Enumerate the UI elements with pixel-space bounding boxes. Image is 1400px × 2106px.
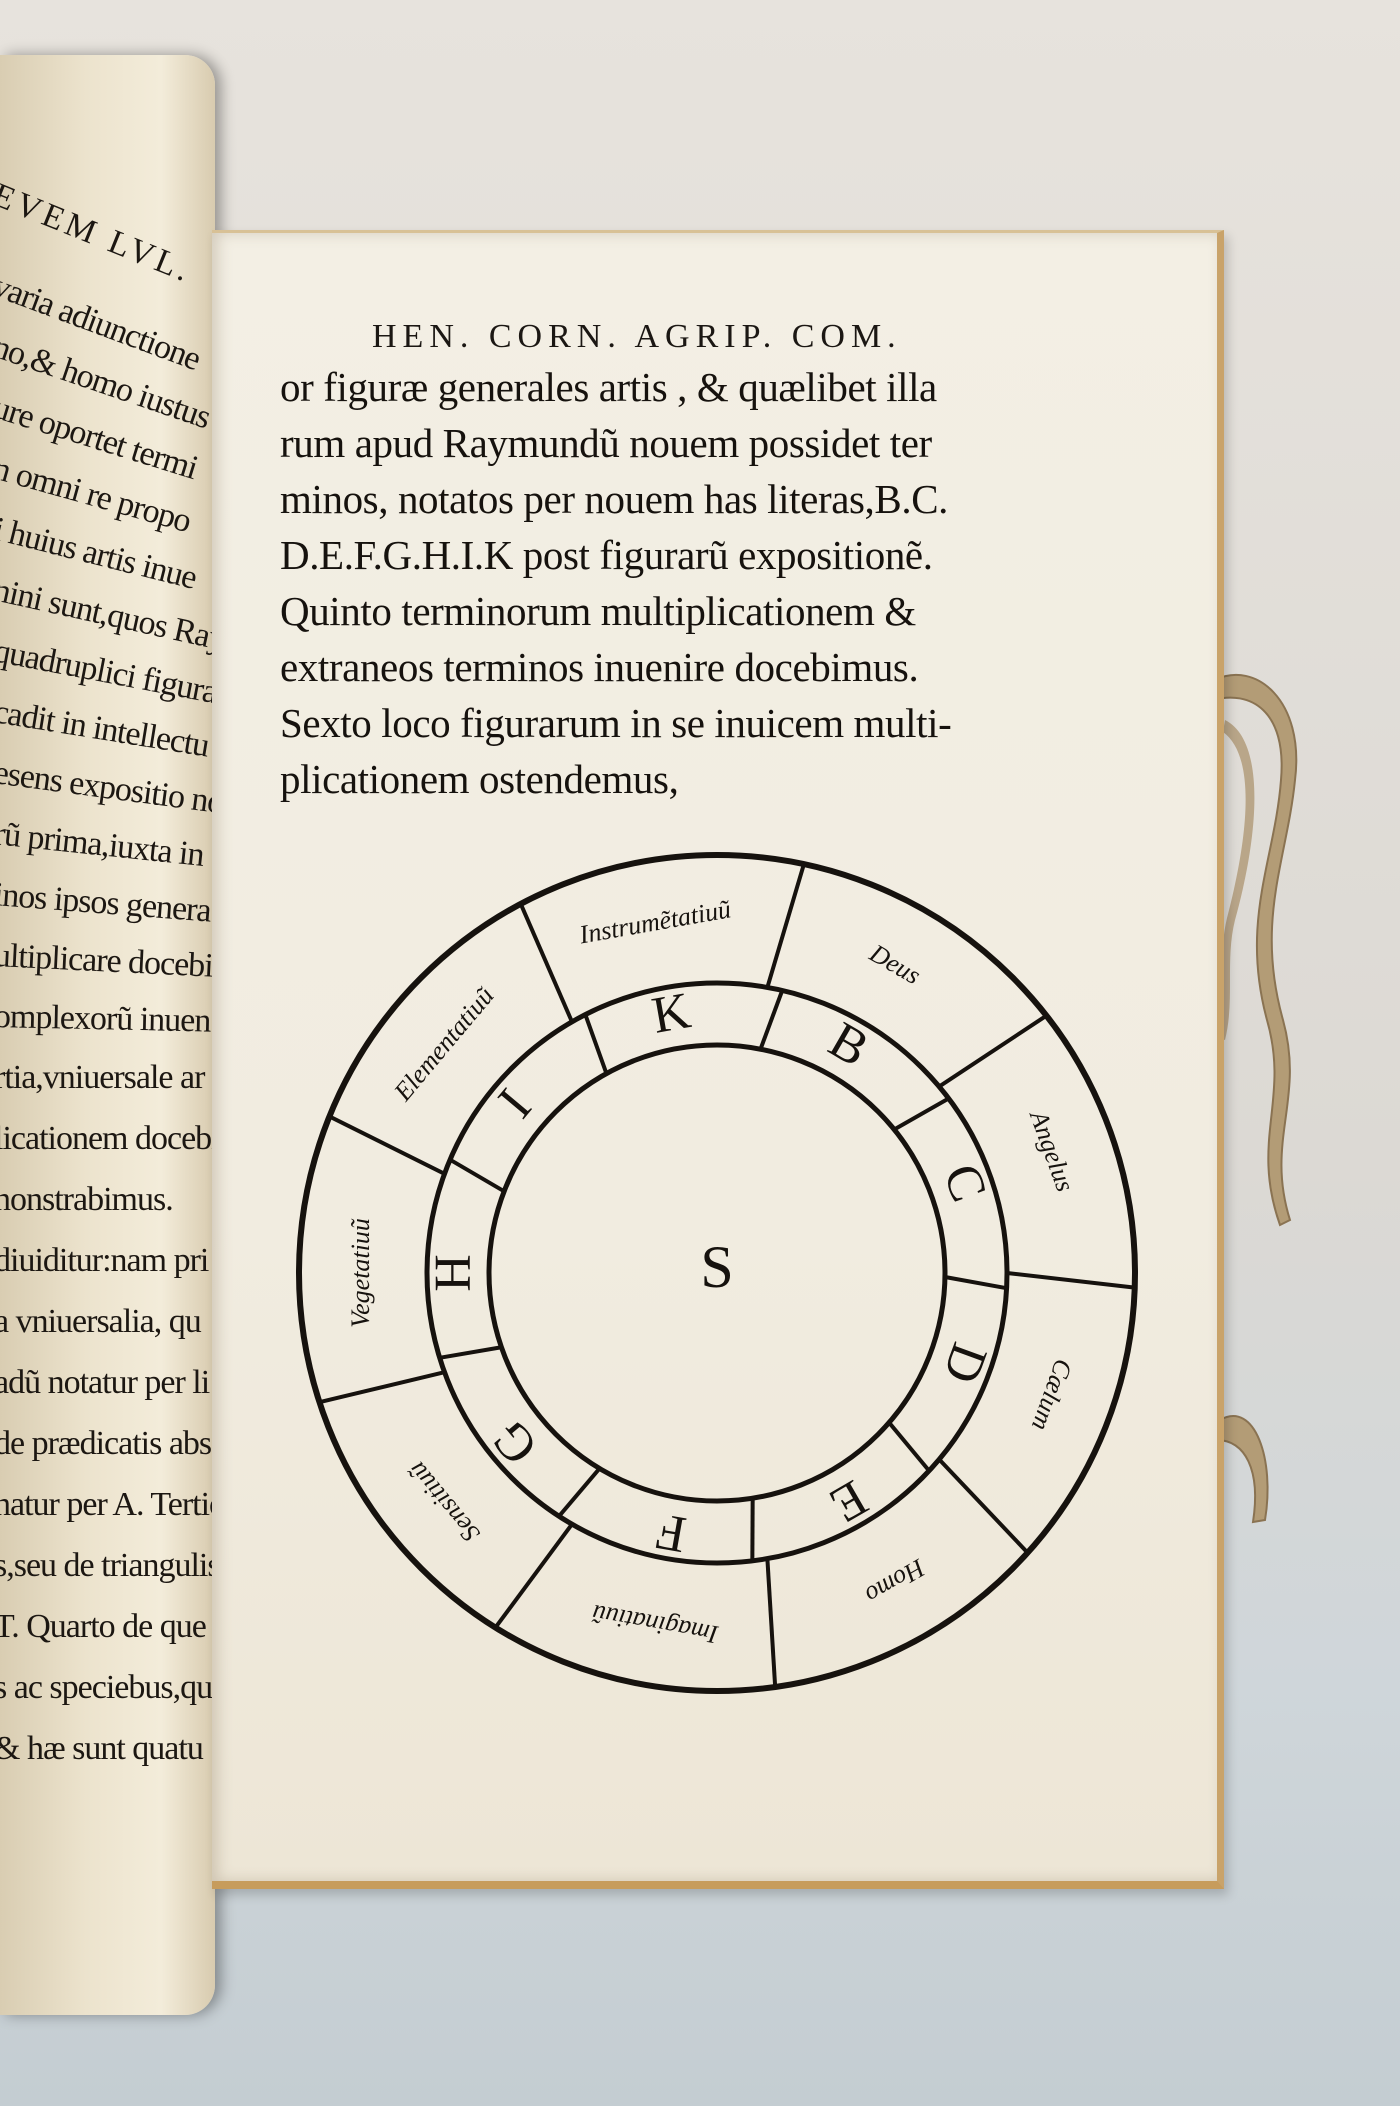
body-text-line: or figuræ generales artis , & quælibet i… [280, 364, 937, 410]
left-page-line: inos ipsos genera [0, 876, 213, 930]
body-text-line: Quinto terminorum multiplicationem & [280, 588, 916, 634]
left-page-line: s,seu de triangulis [0, 1547, 215, 1584]
left-page-line: diuiditur:nam pri [0, 1242, 209, 1279]
left-page-line: ultiplicare docebi [0, 937, 214, 985]
outer-divider [518, 903, 574, 1023]
inner-divider [758, 989, 785, 1050]
outer-divider [938, 1013, 1048, 1089]
outer-divider [765, 1558, 778, 1688]
left-page-line: omplexorũ inuen [0, 998, 211, 1040]
left-page-line: esens expositio no [0, 754, 215, 822]
body-text-line: D.E.F.G.H.I.K post figurarũ expositionẽ. [280, 532, 933, 578]
left-page-line: de prædicatis abso [0, 1425, 215, 1462]
body-text-line: Sexto loco figurarum in se inuicem multi… [280, 700, 952, 746]
segment-label: Instrumẽtatiuũ [576, 894, 733, 949]
inner-divider [944, 1275, 1007, 1291]
segment-letter: E [821, 1469, 877, 1534]
outer-divider [765, 863, 806, 988]
left-page-line: rtia,vniuersale ar [0, 1059, 205, 1096]
inner-ring [486, 1042, 948, 1504]
segment-letter: I [488, 1079, 543, 1129]
segment-label: Sensitiuũ [402, 1456, 486, 1548]
segment-label: Vegetatiuũ [346, 1218, 375, 1328]
segment-label: Angelus [1023, 1105, 1080, 1196]
left-page-line: nonstrabimus. [0, 1181, 174, 1218]
left-page-line: adũ notatur per li [0, 1364, 210, 1401]
outer-divider [1006, 1271, 1135, 1290]
inner-divider [557, 1467, 602, 1518]
segment-letter: F [652, 1502, 690, 1563]
inner-divider [893, 1096, 950, 1132]
left-page-line: T. Quarto de que [0, 1608, 207, 1645]
left-page-line: EVEM LVL. [0, 176, 198, 291]
outer-divider [937, 1458, 1030, 1555]
left-page-line: a vniuersalia, qu [0, 1303, 202, 1340]
body-text-line: rum apud Raymundũ nouem possidet ter [280, 420, 932, 466]
segment-letter: H [425, 1254, 482, 1292]
running-head: HEN. CORN. AGRIP. COM. [372, 318, 902, 355]
outer-ring [296, 852, 1138, 1694]
segment-letter: B [820, 1011, 879, 1078]
inner-divider [439, 1345, 502, 1360]
outer-divider [318, 1370, 445, 1405]
outer-divider [493, 1522, 574, 1629]
left-page-line: rũ prima,iuxta in [0, 815, 206, 874]
left-page-line: & hæ sunt quatu [0, 1730, 204, 1767]
body-text-line: extraneos terminos inuenire docebimus. [280, 644, 919, 690]
left-page-line: s ac speciebus,qua [0, 1669, 215, 1706]
body-text-line: plicationem ostendemus, [280, 756, 679, 802]
center-letter: S [700, 1234, 733, 1300]
outer-divider [328, 1114, 446, 1176]
leather-tie [1211, 674, 1298, 1524]
right-page: HEN. CORN. AGRIP. COM. or figuræ general… [212, 230, 1224, 1889]
left-page-line: natur per A. Tertio [0, 1486, 215, 1523]
segment-letter: K [648, 982, 695, 1045]
segment-letter: D [931, 1336, 997, 1391]
inner-divider [449, 1157, 506, 1194]
inner-divider [887, 1421, 931, 1473]
segment-label: Imaginatiuũ [590, 1599, 721, 1650]
segment-label: Homo [860, 1553, 930, 1610]
segment-letter: C [932, 1157, 997, 1209]
left-page-line: licationem docebi [0, 1120, 215, 1157]
segment-letter: G [481, 1410, 549, 1475]
segment-label: Elementatiuũ [388, 981, 500, 1107]
inner-divider [583, 1013, 609, 1075]
segment-label: Deus [864, 938, 926, 990]
body-text-line: minos, notatos per nouem has literas,B.C… [280, 476, 948, 522]
segment-label: Cælum [1026, 1355, 1078, 1434]
